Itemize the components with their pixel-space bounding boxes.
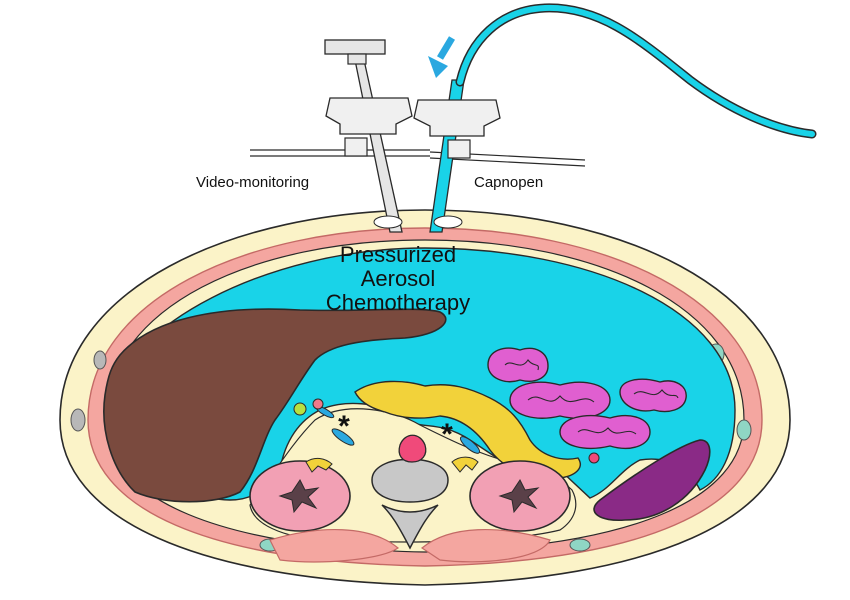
label-pac-line1: Pressurized [340,242,456,267]
video-trocar-valve [325,97,413,135]
asterisk-marker: * [441,418,453,451]
small-vessel-green [293,402,307,416]
wall-vessel [70,408,86,432]
capnopen-hose-fill [457,4,815,137]
video-trocar-stem [347,53,367,65]
bowel-loops [487,347,687,450]
bowel-fold [504,359,539,371]
renal-vessel [331,428,355,446]
adrenal-gland [305,457,333,473]
label-capnopen: Capnopen [474,174,543,191]
bowel-loop [619,378,687,413]
vertebral-body [371,458,449,503]
bowel-loop [559,414,651,450]
adrenal-gland [451,456,479,473]
trocar-video [250,39,430,233]
label-video-monitoring: Video-monitoring [196,174,309,191]
bowel-loop [509,381,611,419]
bowel-fold [633,389,679,399]
capnopen-hose [455,3,817,139]
entry-port [433,215,463,229]
kidneys [249,460,571,532]
back-muscle-right [420,529,551,563]
liver [103,308,447,503]
wall-vessel [736,419,752,441]
video-trocar-port [344,137,368,157]
trocar-capnopen [413,3,817,233]
entry-port [373,215,403,229]
renal-pelvis [498,479,540,514]
capnopen-valve [413,99,501,137]
small-vessel-red [312,398,324,410]
label-pac-line3: Chemotherapy [326,290,470,315]
wall-vessel [569,538,591,552]
label-pac-line2: Aerosol [361,266,436,291]
down-arrow-icon [428,36,456,78]
instrument-rod [429,157,586,167]
bowel-fold [527,395,595,403]
bowel-fold [577,427,637,435]
vertebral-arch [381,504,439,550]
small-vessel-red [588,452,600,464]
capnopen-port [447,139,471,159]
spleen [593,439,711,522]
vertebra [371,458,449,550]
renal-pelvis [278,479,320,514]
aorta [398,434,427,463]
renal-vessel [459,436,481,454]
wall-vessel [93,350,107,370]
asterisk-marker: * [338,410,350,443]
back-muscle-left [269,529,400,563]
pancreas [354,380,581,479]
video-trocar-handle [324,39,386,55]
